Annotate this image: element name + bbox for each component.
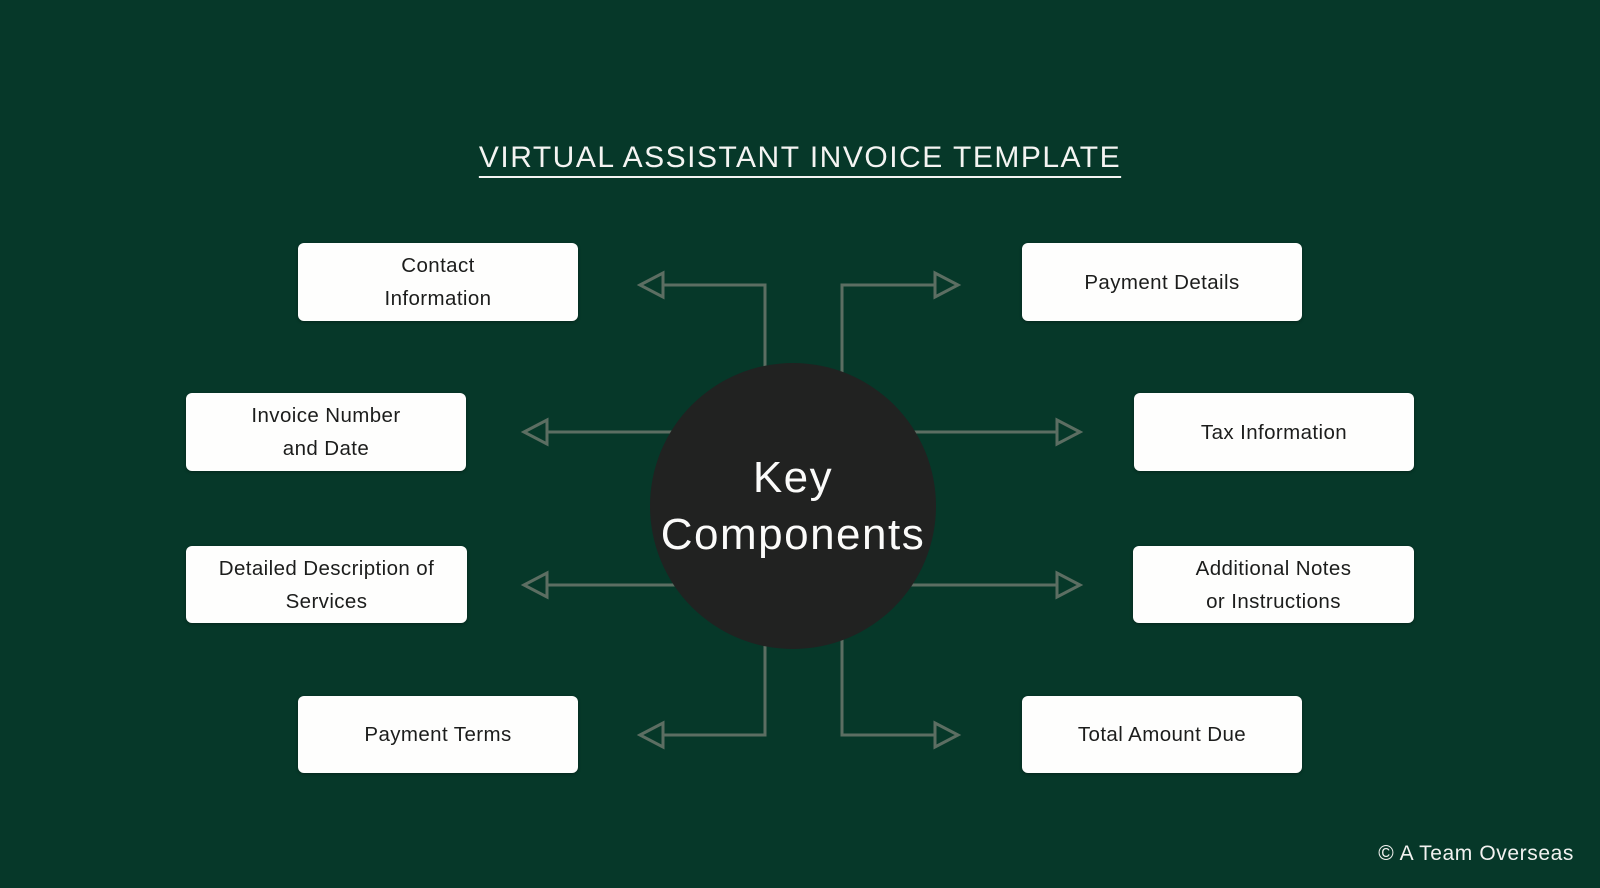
node-detailed-description-of-services-label: Detailed Description of Services: [218, 556, 435, 613]
key-components-label: Key Components: [660, 453, 926, 559]
node-total-amount-due: Total Amount Due: [1022, 696, 1302, 773]
node-payment-details: Payment Details: [1022, 243, 1302, 321]
node-payment-terms: Payment Terms: [298, 696, 578, 773]
connector-top-left-arrow: [636, 270, 767, 390]
copyright-text: © A Team Overseas: [1378, 842, 1574, 865]
node-payment-details-label: Payment Details: [1084, 270, 1240, 294]
connector-top-right-arrow: [840, 270, 962, 390]
node-total-amount-due-label: Total Amount Due: [1077, 723, 1247, 746]
key-components-circle: Key Components: [650, 363, 936, 649]
node-payment-terms-label: Payment Terms: [364, 723, 512, 746]
node-invoice-number-and-date-label: Invoice Number and Date: [251, 404, 401, 460]
node-contact-information-label: Contact Information: [384, 254, 492, 310]
node-additional-notes-or-instructions: Additional Notes or Instructions: [1133, 546, 1414, 623]
node-tax-information: Tax Information: [1134, 393, 1414, 471]
connector-bottom-right-arrow: [840, 620, 962, 750]
node-additional-notes-or-instructions-label: Additional Notes or Instructions: [1195, 556, 1352, 613]
connector-bottom-left-arrow: [636, 620, 767, 750]
page-title: VIRTUAL ASSISTANT INVOICE TEMPLATE: [478, 141, 1122, 174]
node-tax-information-label: Tax Information: [1200, 420, 1348, 444]
node-contact-information: Contact Information: [298, 243, 578, 321]
node-detailed-description-of-services: Detailed Description of Services: [186, 546, 467, 623]
node-invoice-number-and-date: Invoice Number and Date: [186, 393, 466, 471]
